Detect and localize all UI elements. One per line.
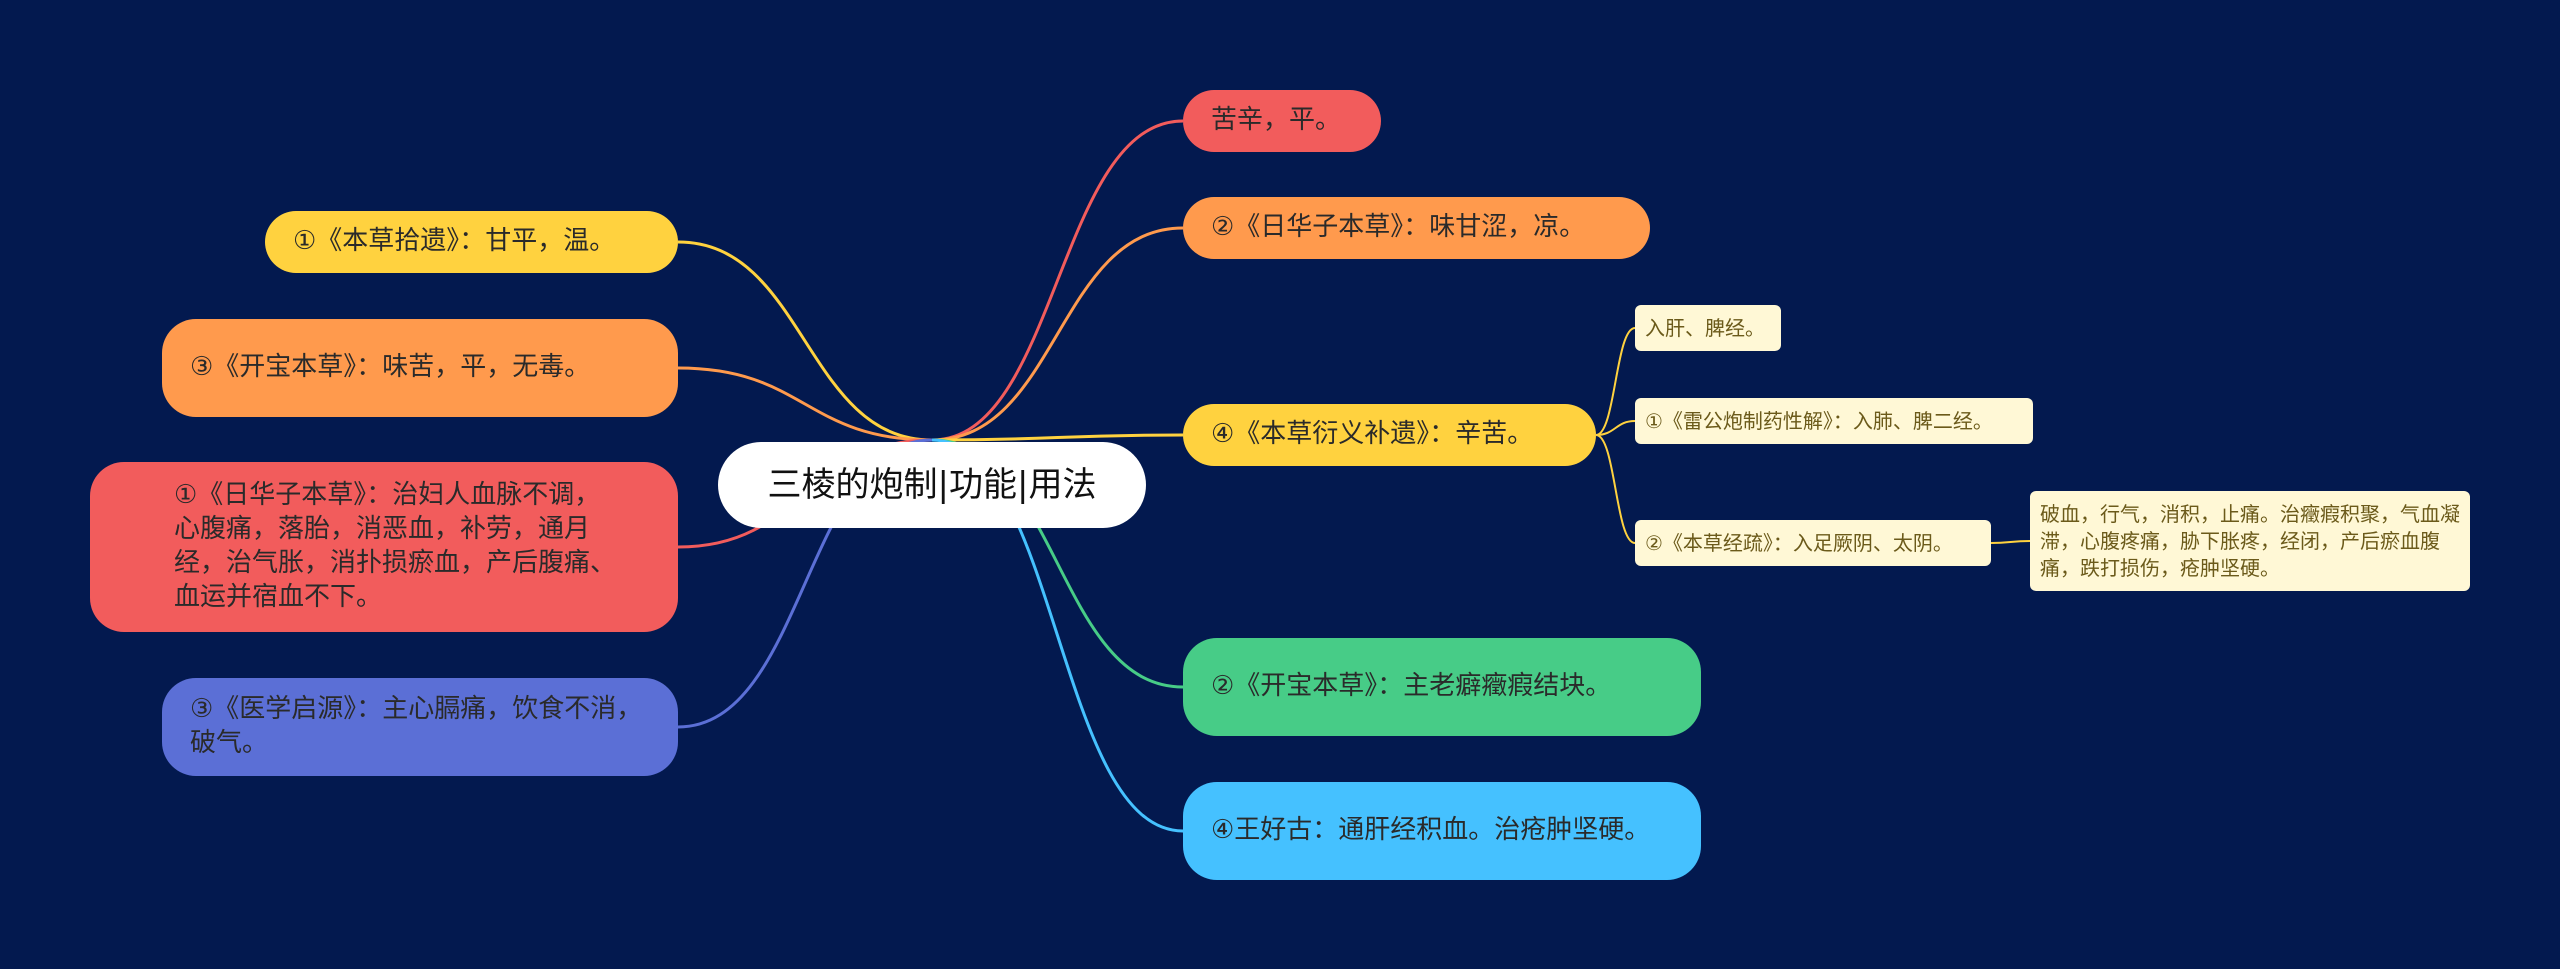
leaf-label: ②《本草经疏》：入足厥阴、太阴。: [1645, 530, 1953, 555]
branch-shiyi[interactable]: ①《本草拾遗》：甘平，温。: [265, 211, 678, 273]
leaf-efficacy[interactable]: 破血，行气，消积，止痛。治癥瘕积聚，气血凝滞，心腹疼痛，胁下胀疼，经闭，产后瘀血…: [2030, 491, 2470, 591]
branch-qiyuan[interactable]: ③《医学启源》：主心膈痛，饮食不消，破气。: [162, 678, 678, 776]
branch-label: 苦辛，平。: [1211, 105, 1342, 136]
branch-wanghaogu[interactable]: ④王好古：通肝经积血。治疮肿坚硬。: [1183, 782, 1701, 880]
branch-taste[interactable]: 苦辛，平。: [1183, 90, 1381, 152]
branch-bencao-yanyi[interactable]: ④《本草衍义补遗》：辛苦。: [1183, 404, 1596, 466]
connector-leaf-0: [1595, 327, 1636, 436]
connector-leaf-3: [1990, 540, 2031, 544]
leaf-meridian[interactable]: 入肝、脾经。: [1635, 305, 1781, 351]
leaf-label: ①《雷公炮制药性解》：入肺、脾二经。: [1645, 408, 1993, 433]
leaf-label: 入肝、脾经。: [1645, 315, 1765, 340]
connector-leaf-2: [1595, 434, 1636, 544]
branch-label: ②《开宝本草》：主老癖癥瘕结块。: [1211, 671, 1612, 702]
root-node[interactable]: 三棱的炮制|功能|用法: [718, 442, 1146, 528]
branch-label: ①《日华子本草》：治妇人血脉不调，心腹痛，落胎，消恶血，补劳，通月经，治气胀，消…: [174, 480, 617, 612]
connector-left-0: [677, 240, 933, 442]
branch-kaibao-main[interactable]: ②《开宝本草》：主老癖癥瘕结块。: [1183, 638, 1701, 736]
branch-label: ①《本草拾遗》：甘平，温。: [293, 226, 616, 257]
branch-label: ②《日华子本草》：味甘涩，凉。: [1211, 212, 1586, 243]
leaf-jingshu[interactable]: ②《本草经疏》：入足厥阴、太阴。: [1635, 520, 1991, 566]
branch-label: ③《开宝本草》：味苦，平，无毒。: [190, 352, 591, 383]
branch-label: ③《医学启源》：主心膈痛，饮食不消，破气。: [190, 694, 643, 758]
branch-rihuazi-taste[interactable]: ②《日华子本草》：味甘涩，凉。: [1183, 197, 1650, 259]
connector-right-2: [931, 433, 1184, 442]
leaf-leigong[interactable]: ①《雷公炮制药性解》：入肺、脾二经。: [1635, 398, 2033, 444]
connector-right-0: [931, 119, 1184, 442]
connector-left-1: [677, 366, 933, 442]
branch-label: ④王好古：通肝经积血。治疮肿坚硬。: [1211, 815, 1651, 846]
branch-label: ④《本草衍义补遗》：辛苦。: [1211, 419, 1534, 450]
leaf-label: 破血，行气，消积，止痛。治癥瘕积聚，气血凝滞，心腹疼痛，胁下胀疼，经闭，产后瘀血…: [2040, 501, 2460, 580]
connector-right-1: [931, 226, 1184, 442]
connector-leaf-1: [1595, 420, 1636, 436]
root-label: 三棱的炮制|功能|用法: [767, 464, 1097, 505]
branch-kaibao-taste[interactable]: ③《开宝本草》：味苦，平，无毒。: [162, 319, 678, 417]
branch-rihuazi-main[interactable]: ①《日华子本草》：治妇人血脉不调，心腹痛，落胎，消恶血，补劳，通月经，治气胀，消…: [90, 462, 678, 632]
